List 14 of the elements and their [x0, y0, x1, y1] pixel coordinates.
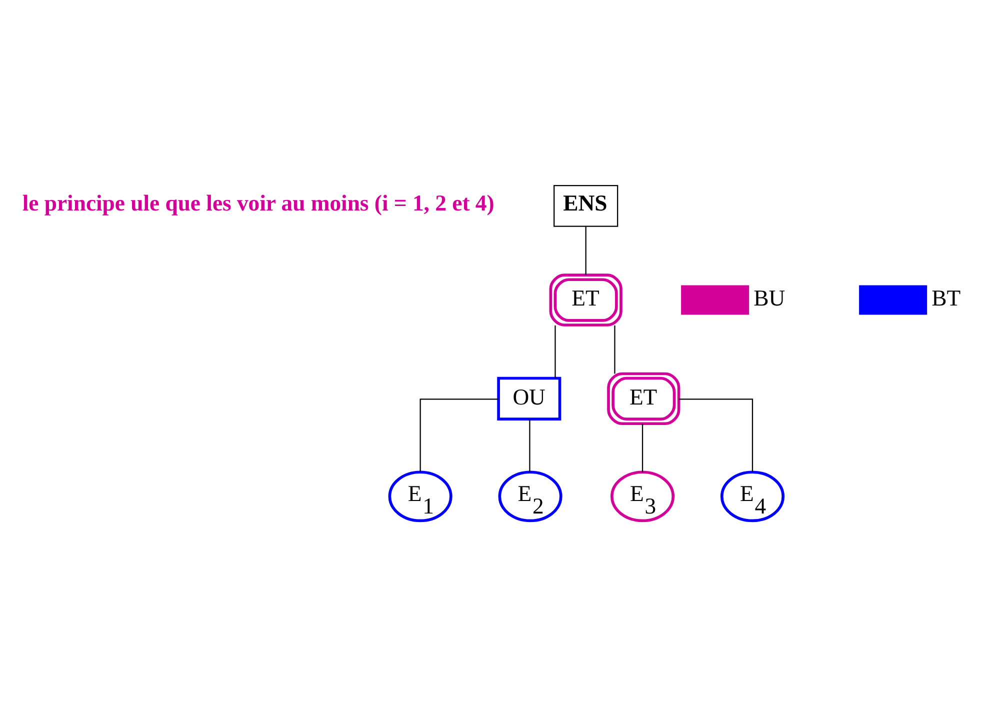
- connector: [642, 423, 644, 472]
- connector: [585, 226, 586, 274]
- connector: [529, 418, 530, 472]
- connector: [420, 398, 498, 472]
- node-box: ET: [607, 372, 680, 425]
- legend-label: BT: [932, 285, 961, 310]
- node-box: ET: [549, 273, 622, 326]
- label: le principe ule que les voir au moins (i = 1, 2 et 4): [22, 190, 494, 215]
- node-box: OU: [497, 376, 562, 420]
- connector: [614, 324, 616, 374]
- node-box: ENS: [554, 184, 618, 226]
- legend-label: BU: [754, 285, 786, 310]
- connector: [678, 398, 754, 472]
- connector: [554, 324, 556, 378]
